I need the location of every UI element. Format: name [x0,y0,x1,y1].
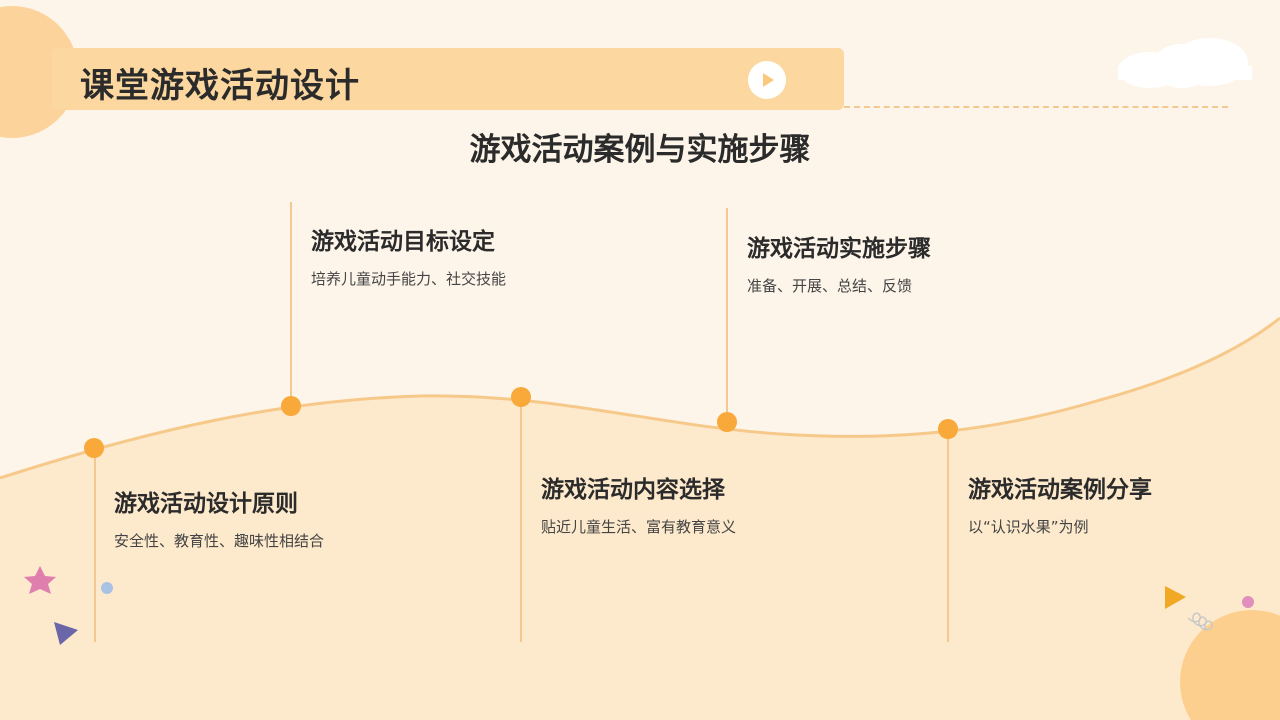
play-button[interactable] [748,61,786,99]
timeline-item-title: 游戏活动内容选择 [541,470,841,504]
timeline-dot [281,396,301,416]
timeline-item-title: 游戏活动设计原则 [114,484,334,518]
circle-icon [101,582,113,594]
timeline-item: 游戏活动目标设定 培养儿童动手能力、社交技能 [311,222,611,290]
timeline-item-title: 游戏活动实施步骤 [747,229,1047,263]
timeline-item-title: 游戏活动目标设定 [311,222,611,256]
play-icon [748,61,786,99]
timeline-item-desc: 安全性、教育性、趣味性相结合 [114,530,334,552]
connector-line [290,202,292,406]
circle-icon [1242,596,1254,608]
header-divider [844,106,1228,108]
connector-line [520,396,522,642]
timeline-item: 游戏活动实施步骤 准备、开展、总结、反馈 [747,229,1047,297]
timeline-item-title: 游戏活动案例分享 [968,470,1248,504]
timeline-item-desc: 培养儿童动手能力、社交技能 [311,268,611,290]
page-title: 课堂游戏活动设计 [80,58,360,107]
connector-line [94,448,96,642]
connector-line [726,208,728,422]
section-subtitle: 游戏活动案例与实施步骤 [0,124,1280,169]
timeline-item-desc: 准备、开展、总结、反馈 [747,275,1047,297]
connector-line [947,428,949,642]
timeline-item: 游戏活动内容选择 贴近儿童生活、富有教育意义 [541,470,841,538]
timeline-dot [717,412,737,432]
timeline-item-desc: 以“认识水果”为例 [968,516,1248,538]
timeline-dot [938,419,958,439]
timeline-dot [84,438,104,458]
timeline-item: 游戏活动设计原则 安全性、教育性、趣味性相结合 [114,484,334,552]
timeline-item-desc: 贴近儿童生活、富有教育意义 [541,516,841,538]
cloud-icon [1118,38,1252,88]
timeline-item: 游戏活动案例分享 以“认识水果”为例 [968,470,1248,538]
timeline-dot [511,387,531,407]
